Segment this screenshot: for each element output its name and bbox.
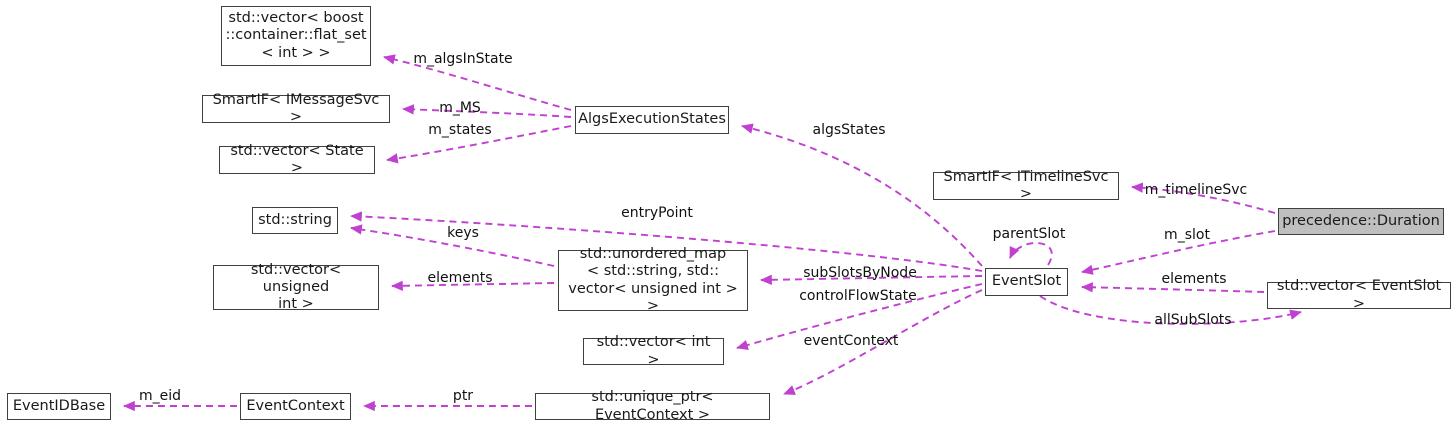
edge-e-eventcontext [783,289,983,395]
class-node-std_string[interactable]: std::string [252,207,338,234]
edge-e-algsinstate [383,54,572,111]
edge-label-e-algsstates: algsStates [812,122,886,138]
class-node-duration[interactable]: precedence::Duration [1278,208,1444,235]
edge-label-e-mstates: m_states [428,122,492,138]
edge-e-subslots [760,274,983,285]
edge-label-e-parentslot: parentSlot [992,226,1066,242]
edge-label-e-keys: keys [447,225,479,241]
edge-label-e-algsinstate: m_algsInState [413,51,513,67]
edge-label-e-allsubslots: allSubSlots [1154,312,1232,328]
edge-label-e-mms: m_MS [439,100,481,116]
class-node-event_id_base[interactable]: EventIDBase [7,393,111,420]
class-node-vec_eventslot[interactable]: std::vector< EventSlot > [1267,278,1451,312]
edge-label-e-subslots: subSlotsByNode [803,265,917,281]
edge-e-entrypoint [350,211,983,272]
edge-e-parentslot [1009,242,1053,266]
edge-label-e-ptr: ptr [452,388,474,404]
edge-e-mslot [1081,230,1276,275]
edge-e-timelinesvc [1131,182,1276,214]
class-node-smartif_msg[interactable]: SmartIF< IMessageSvc > [202,92,390,125]
class-node-unique_ptr_ctx[interactable]: std::unique_ptr< EventContext > [535,389,770,423]
edge-e-mms [402,104,572,118]
edge-label-e-entrypoint: entryPoint [621,205,693,221]
class-node-vec_state[interactable]: std::vector< State > [219,143,375,176]
edge-e-controlflow [736,283,983,351]
class-node-event_context[interactable]: EventContext [240,393,351,420]
edge-label-e-controlflow: controlFlowState [799,288,917,304]
edge-e-keys [350,224,555,267]
class-node-smartif_timeline[interactable]: SmartIF< ITimelineSvc > [933,169,1119,202]
class-node-algs_exec_states[interactable]: AlgsExecutionStates [575,106,729,134]
class-node-unordered_map[interactable]: std::unordered_map < std::string, std:: … [558,246,748,314]
class-node-vec_flatset[interactable]: std::vector< boost ::container::flat_set… [221,6,371,66]
edge-label-e-elements-uint: elements [427,270,493,286]
class-node-vec_int[interactable]: std::vector< int > [583,334,724,368]
edge-e-elements-uint [391,280,555,291]
class-node-event_slot[interactable]: EventSlot [985,268,1068,296]
edge-label-e-mslot: m_slot [1164,227,1210,243]
edge-e-algsstates [741,123,983,267]
edge-label-e-meid: m_eid [138,388,182,404]
edge-e-elements-slots [1081,282,1265,293]
edge-e-allsubslots [1039,295,1302,325]
edge-label-e-eventcontext: eventContext [803,333,899,349]
class-node-vec_uint[interactable]: std::vector< unsigned int > [213,262,379,312]
edge-label-e-elements-slots: elements [1161,271,1227,287]
edge-label-e-timelinesvc: m_timelineSvc [1144,182,1248,198]
